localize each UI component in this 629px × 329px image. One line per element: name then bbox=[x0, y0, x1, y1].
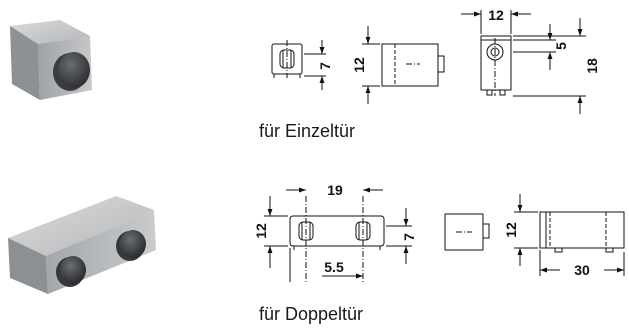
double-end-view bbox=[444, 213, 490, 251]
double-door-caption: für Doppeltür bbox=[259, 304, 364, 324]
dim-double-height-left: 12 bbox=[253, 223, 269, 239]
dim-double-pin-spacing: 19 bbox=[327, 182, 343, 198]
double-catch-photo bbox=[8, 196, 156, 294]
single-door-caption: für Einzeltür bbox=[259, 121, 356, 141]
dim-single-overall-height: 18 bbox=[584, 58, 600, 74]
dim-double-edge-offset: 5.5 bbox=[324, 259, 344, 275]
dim-double-side-height: 12 bbox=[503, 222, 519, 238]
dim-double-length: 30 bbox=[574, 262, 590, 278]
dim-single-pin-height: 7 bbox=[317, 62, 333, 70]
single-side-view bbox=[362, 26, 445, 104]
single-front-view bbox=[271, 40, 326, 90]
double-front-view bbox=[264, 187, 412, 284]
dim-single-side-height: 12 bbox=[351, 57, 367, 73]
dim-single-top-width: 12 bbox=[488, 7, 504, 23]
double-side-view bbox=[514, 194, 625, 276]
single-end-view bbox=[461, 10, 586, 114]
dim-single-pin-offset: 5 bbox=[553, 42, 569, 50]
single-catch-photo bbox=[10, 20, 92, 100]
dim-double-pin-height: 7 bbox=[401, 233, 417, 241]
